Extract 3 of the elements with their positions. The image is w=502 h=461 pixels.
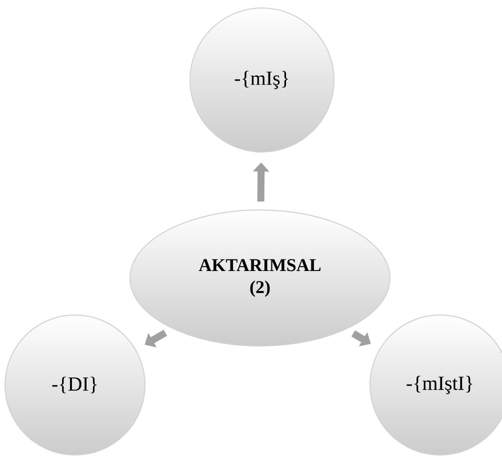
ellipse-node: AKTARIMSAL (2) xyxy=(130,210,390,346)
circle-node: -{DI} xyxy=(4,314,146,456)
circle-node: -{mIş} xyxy=(190,8,334,152)
